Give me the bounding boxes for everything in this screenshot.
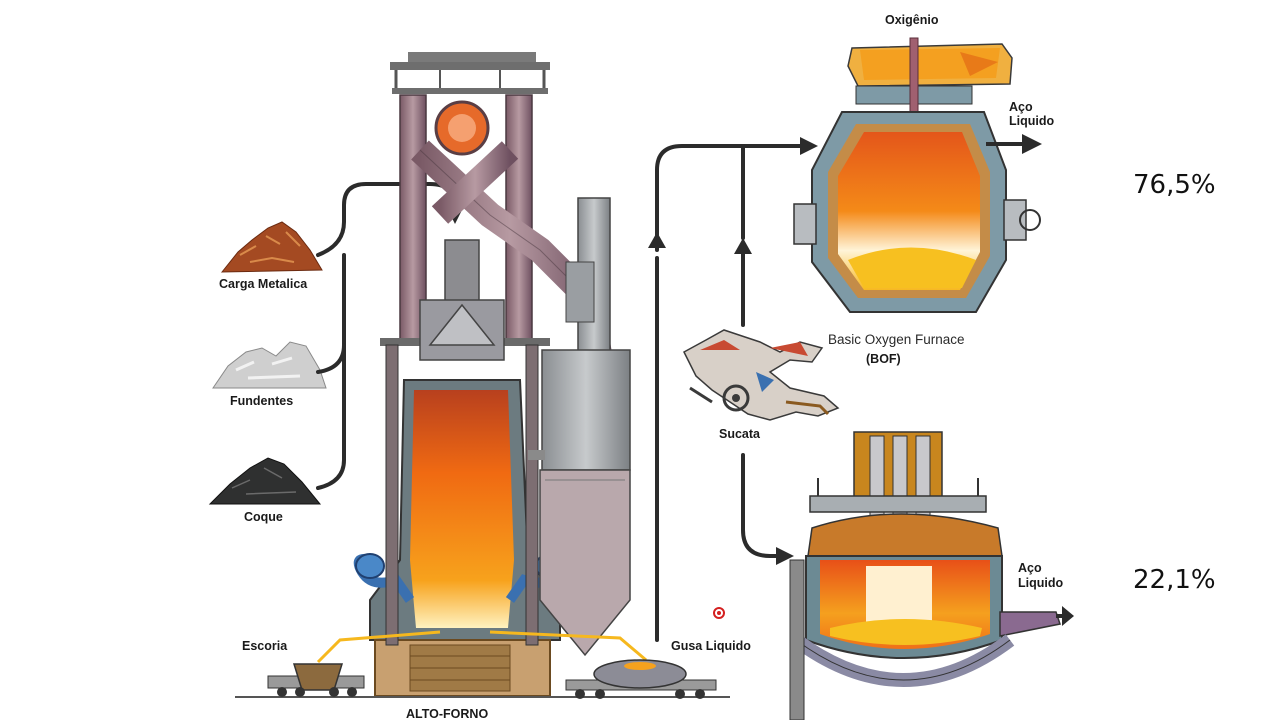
hot-metal-flow-arrows (655, 144, 802, 642)
label-alto-forno: ALTO-FORNO (406, 707, 489, 721)
label-oxigenio: Oxigênio (885, 13, 939, 27)
bof-output-arrow-head (1022, 134, 1042, 154)
ore-pile-icon (220, 221, 323, 273)
hot-metal-runner (489, 630, 647, 662)
label-fundentes: Fundentes (230, 394, 294, 408)
bof-arrow-head (800, 137, 818, 155)
hot-metal-arrow-up-head (648, 232, 666, 248)
hot-blast-stove (528, 197, 631, 657)
slag-runner (316, 630, 441, 664)
electric-arc-furnace (789, 431, 1061, 720)
label-gusa-liquido: Gusa Liquido (671, 639, 751, 653)
scrap-icon (683, 329, 840, 421)
scrap-flow-arrows (741, 144, 780, 558)
eaf-arrow-head (776, 547, 794, 565)
scrap-arrow-up-head (734, 238, 752, 254)
label-aco-liquido-top-1: Aço (1009, 100, 1033, 114)
label-bof-abbr: (BOF) (866, 352, 901, 366)
hot-metal-ladle-car (565, 659, 717, 699)
label-escoria: Escoria (242, 639, 288, 653)
flux-pile-icon (212, 341, 327, 389)
label-bof-name: Basic Oxygen Furnace (828, 332, 965, 347)
label-coque: Coque (244, 510, 283, 524)
slag-ladle-car (267, 663, 365, 697)
percentage-eaf: 22,1% (1133, 565, 1216, 595)
pointer-dot (713, 607, 725, 619)
label-aco-liquido-top-2: Liquido (1009, 114, 1055, 128)
coke-pile-icon (208, 457, 322, 505)
eaf-output-arrow-head (1062, 606, 1074, 626)
label-sucata: Sucata (719, 427, 760, 441)
label-aco-liquido-bottom-2: Liquido (1018, 576, 1064, 590)
label-aco-liquido-bottom-1: Aço (1018, 561, 1042, 575)
blast-furnace (235, 52, 730, 698)
percentage-bof: 76,5% (1133, 170, 1216, 200)
basic-oxygen-furnace (793, 37, 1041, 313)
label-carga-metalica: Carga Metalica (219, 277, 308, 291)
